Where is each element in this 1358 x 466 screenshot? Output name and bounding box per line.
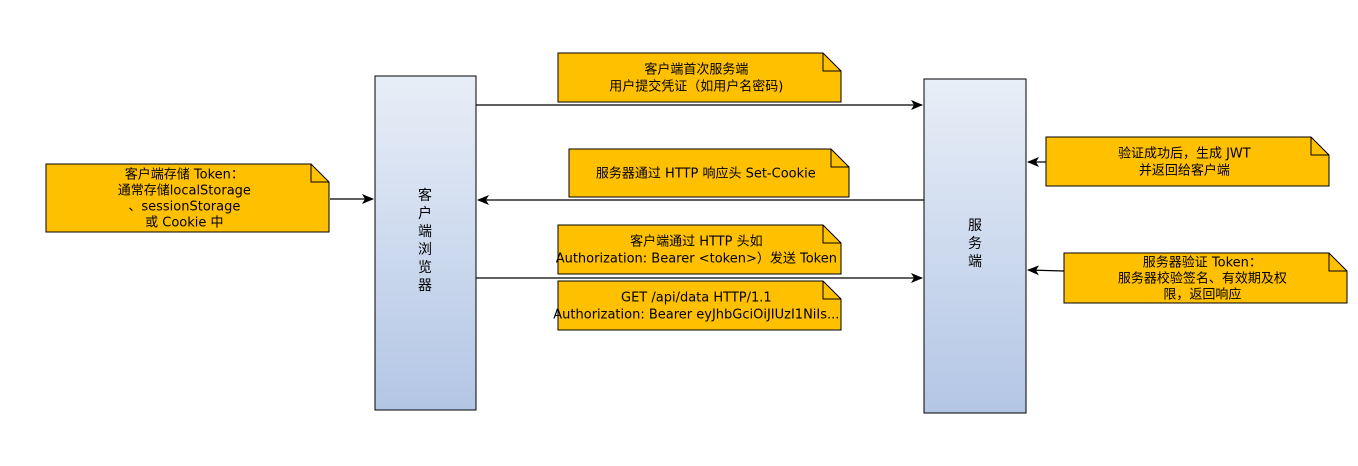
note-fold [830, 149, 849, 168]
note-text-line: 客户端通过 HTTP 头如 [630, 234, 763, 250]
note-body [557, 52, 842, 103]
note-text-line: 、sessionStorage [128, 200, 240, 215]
note-server-set-cookie: 服务器通过 HTTP 响应头 Set-Cookie [568, 148, 850, 198]
note-body [557, 224, 842, 275]
note-fold [1310, 137, 1329, 156]
note-body [568, 148, 850, 198]
note-text-line: 验证成功后，生成 JWT [1118, 146, 1251, 162]
note-server-verify-token: 服务器验证 Token：服务器校验签名、有效期及权限，返回响应 [1063, 252, 1348, 304]
note-text: 服务器通过 HTTP 响应头 Set-Cookie [596, 166, 816, 182]
actor-label-char: 服 [968, 218, 982, 234]
note-text-line: 限，返回响应 [1163, 287, 1241, 303]
actor-label-char: 览 [418, 260, 432, 276]
note-body [45, 163, 330, 233]
note-text: 服务器验证 Token：服务器校验签名、有效期及权限，返回响应 [1118, 255, 1287, 303]
note-body [1063, 252, 1348, 304]
actor-label-char: 浏 [418, 242, 432, 258]
note-text-line: 客户端首次服务端 [644, 62, 748, 78]
arrow-verify-note-to-server [1027, 265, 1065, 276]
server-actor: 服务端 [923, 78, 1027, 414]
note-text-line: 服务器校验签名、有效期及权 [1118, 271, 1287, 287]
note-text-line: GET /api/data HTTP/1.1 [621, 291, 772, 306]
note-text-line: 通常存储localStorage [118, 184, 251, 199]
note-fold [1328, 253, 1347, 272]
note-text: 客户端存储 Token：通常存储localStorage、sessionStor… [118, 167, 251, 231]
note-client-storage: 客户端存储 Token：通常存储localStorage、sessionStor… [45, 163, 330, 233]
note-text-line: 服务器验证 Token： [1143, 255, 1262, 271]
actor-label-char: 端 [968, 254, 982, 270]
actor-label-char: 器 [418, 278, 432, 294]
note-fold [822, 281, 841, 300]
note-fold [822, 225, 841, 244]
client-browser-actor: 客户端浏览器 [374, 75, 477, 411]
note-text-line: 或 Cookie 中 [145, 216, 223, 231]
note-text: 客户端首次服务端用户提交凭证（如用户名密码) [609, 62, 783, 95]
actor-label-char: 务 [968, 236, 982, 252]
note-text-line: 用户提交凭证（如用户名密码) [609, 79, 783, 95]
note-body [1045, 136, 1330, 187]
note-body [557, 280, 842, 331]
note-text-line: Authorization: Bearer <token>）发送 Token [556, 251, 837, 267]
actor-label-char: 客 [418, 187, 432, 204]
client-browser-label: 客户端浏览器 [418, 187, 432, 294]
note-client-first-request: 客户端首次服务端用户提交凭证（如用户名密码) [557, 52, 842, 103]
note-text-line: 服务器通过 HTTP 响应头 Set-Cookie [596, 166, 816, 182]
note-fold [822, 53, 841, 72]
note-text-line: 客户端存储 Token： [125, 167, 244, 183]
note-text-line: Authorization: Bearer eyJhbGciOiJIUzI1Ni… [553, 308, 839, 323]
actor-label-char: 户 [418, 205, 432, 222]
note-text-line: 并返回给客户端 [1139, 163, 1230, 179]
actor-label-char: 端 [418, 224, 432, 240]
server-label: 服务端 [968, 218, 982, 270]
note-fold [310, 164, 329, 183]
